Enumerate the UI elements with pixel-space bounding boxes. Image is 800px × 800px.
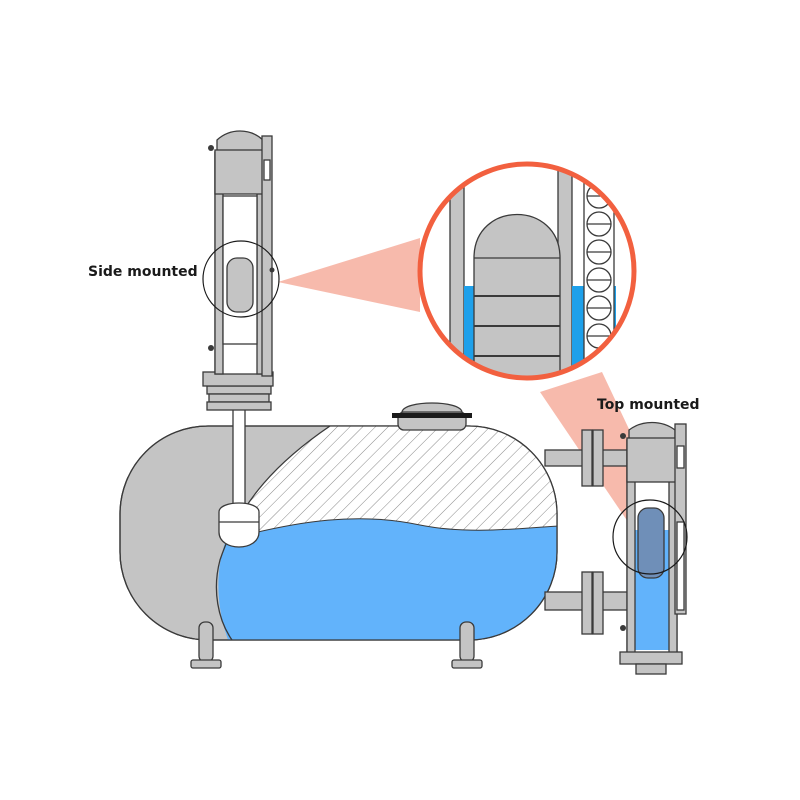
side-magnifier-ring [202,240,280,318]
side-mounted-label: Side mounted [88,264,198,280]
top-mounted-label: Top mounted [597,397,700,413]
side-mounted-gauge [202,130,280,548]
zoom-callout [417,161,637,381]
top-magnifier-ring [612,499,688,575]
zoom-callout-ring [417,161,637,381]
tank-legs [190,621,483,669]
tank-manhole [392,402,472,431]
horizontal-storage-tank [119,425,558,641]
top-mounted-gauge [544,421,688,675]
side-callout-beam [278,238,420,312]
tank-liquid [218,518,557,640]
float-ball [218,502,260,548]
